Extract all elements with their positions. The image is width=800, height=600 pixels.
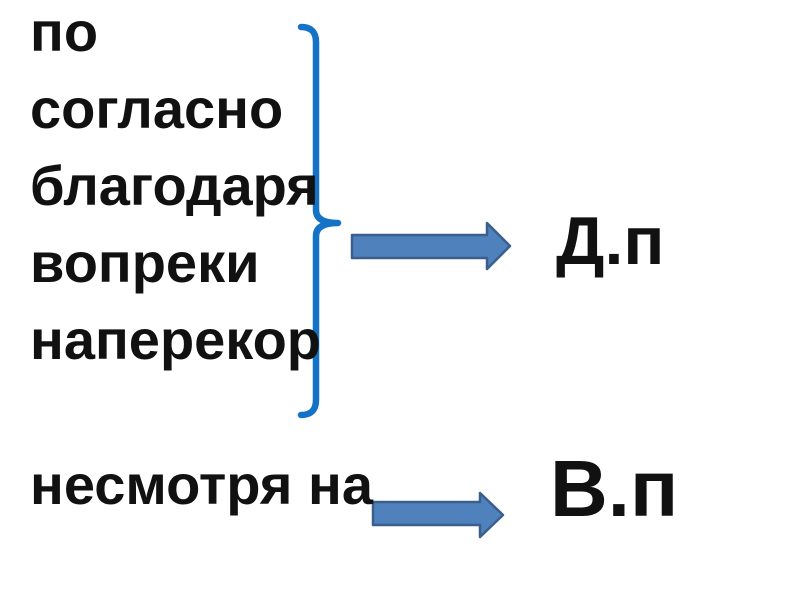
- preposition-item: согласно: [30, 77, 284, 140]
- accusative-arrow-shape: [371, 491, 505, 539]
- accusative-arrow-icon: [371, 491, 505, 539]
- preposition-item: наперекор: [30, 308, 321, 371]
- grouping-brace-icon: [297, 23, 342, 419]
- case-label-accusative: В.п: [550, 444, 679, 533]
- dative-prepositions-list: по согласно благодаря вопреки наперекор: [30, 0, 321, 378]
- preposition-item: благодаря: [30, 154, 319, 217]
- dative-arrow-icon: [350, 221, 512, 271]
- case-label-dative: Д.п: [556, 203, 665, 279]
- dative-arrow-shape: [350, 221, 512, 271]
- brace-path: [297, 23, 342, 419]
- accusative-preposition: несмотря на: [30, 453, 373, 516]
- preposition-item: по: [30, 0, 99, 63]
- preposition-item: вопреки: [30, 231, 260, 294]
